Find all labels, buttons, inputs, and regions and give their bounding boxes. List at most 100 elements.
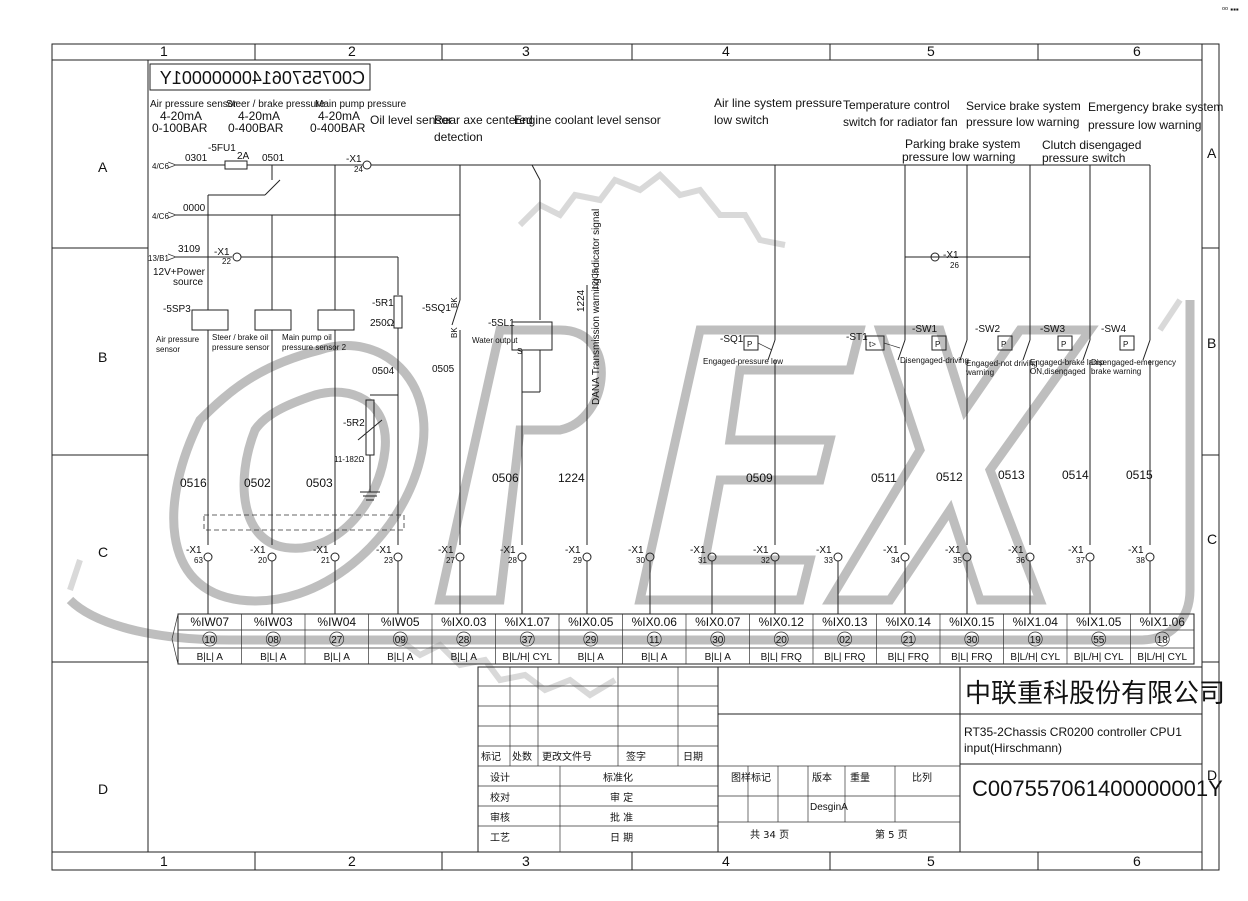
svg-text:B: B: [1207, 335, 1216, 351]
svg-text:Emergency brake system: Emergency brake system: [1088, 100, 1223, 114]
io-pin: 08: [268, 635, 280, 646]
ln-0515: 0515: [1126, 468, 1153, 482]
terminal-label: -X1: [1128, 545, 1144, 556]
svg-text:low switch: low switch: [714, 113, 769, 127]
terminal-number: 20: [258, 556, 267, 565]
sensor-descriptions: Air pressure sensor Steer / brake pressu…: [150, 96, 1223, 165]
corner-mark: ᵒᵒ ▪▪▪: [1222, 5, 1239, 14]
svg-text:处数: 处数: [512, 750, 532, 763]
io-pin: 29: [585, 635, 597, 646]
svg-text:校对: 校对: [490, 791, 510, 804]
svg-text:Engaged-brake lamp: Engaged-brake lamp: [1030, 358, 1105, 367]
ln-0516: 0516: [180, 476, 207, 490]
svg-text:P: P: [747, 340, 752, 349]
svg-text:-5R1: -5R1: [372, 298, 394, 309]
ln-0509: 0509: [746, 471, 773, 485]
feed-lines: [207, 164, 1151, 340]
svg-text:0000: 0000: [183, 203, 206, 214]
svg-text:5: 5: [927, 43, 935, 59]
svg-text:-X1: -X1: [214, 247, 230, 258]
terminal-label: -X1: [883, 545, 899, 556]
svg-text:重量: 重量: [850, 771, 870, 784]
svg-text:P: P: [1123, 340, 1128, 349]
svg-text:pressure sensor 2: pressure sensor 2: [282, 343, 347, 352]
svg-text:1: 1: [160, 43, 168, 59]
svg-text:sensor: sensor: [156, 345, 180, 354]
io-type: B|L/H| CYL: [1137, 652, 1187, 663]
svg-text:图样标记: 图样标记: [731, 771, 771, 784]
io-type: B|L| FRQ: [888, 652, 930, 663]
svg-text:Main pump pressure: Main pump pressure: [315, 99, 407, 110]
svg-text:0501: 0501: [262, 153, 285, 164]
svg-text:Water output: Water output: [472, 336, 518, 345]
svg-text:pressure low warning: pressure low warning: [902, 150, 1015, 164]
svg-text:DesginA: DesginA: [810, 802, 848, 813]
svg-text:0-400BAR: 0-400BAR: [228, 121, 284, 135]
svg-text:DANA Transmission warning indi: DANA Transmission warning indicator sign…: [591, 209, 602, 405]
terminal-number: 34: [891, 556, 900, 565]
io-pin: 21: [903, 635, 915, 646]
svg-text:t>: t>: [869, 340, 876, 349]
pressure-switches: -SQ1 P Engaged-pressure low -ST1 t> -SW1…: [703, 324, 1176, 545]
svg-text:Steer / brake pressure: Steer / brake pressure: [226, 99, 325, 110]
row-labels: A B C D A B C D: [98, 145, 1217, 797]
terminal-label: -X1: [628, 545, 644, 556]
terminal-label: -X1: [250, 545, 266, 556]
svg-text:-5SL1: -5SL1: [488, 318, 515, 329]
oil-level-switch: -5SQ1 BK BK 0505: [422, 297, 461, 545]
svg-text:Oil level sensor: Oil level sensor: [370, 113, 452, 127]
svg-text:2: 2: [348, 43, 356, 59]
svg-text:标记: 标记: [481, 751, 501, 763]
svg-text:第 5 页: 第 5 页: [875, 828, 908, 841]
terminal-row: -X163-X120-X121-X123-X127-X128-X129-X130…: [186, 545, 1155, 614]
terminal-number: 29: [573, 556, 582, 565]
svg-text:pressure low warning: pressure low warning: [1088, 118, 1201, 132]
terminal-label: -X1: [690, 545, 706, 556]
svg-text:11-182Ω: 11-182Ω: [334, 455, 364, 464]
terminal-number: 33: [824, 556, 833, 565]
io-type: B|L| A: [705, 652, 732, 663]
io-type: B|L| A: [641, 652, 668, 663]
io-type: B|L/H| CYL: [1074, 652, 1124, 663]
svg-text:Parking brake system: Parking brake system: [905, 137, 1020, 151]
svg-text:Clutch disengaged: Clutch disengaged: [1042, 138, 1141, 152]
svg-text:1224: 1224: [576, 289, 587, 312]
io-address: %IW03: [254, 615, 293, 629]
shield-dashed: [203, 514, 405, 531]
terminal-label: -X1: [313, 545, 329, 556]
svg-text:3: 3: [522, 853, 530, 869]
svg-text:Air pressure sensor: Air pressure sensor: [150, 99, 237, 110]
svg-text:4/C6: 4/C6: [152, 162, 169, 171]
io-address: %IW05: [381, 615, 420, 629]
svg-text:Disengaged-emergency: Disengaged-emergency: [1091, 358, 1176, 367]
terminal-label: -X1: [500, 545, 516, 556]
column-grid: [254, 44, 1039, 870]
terminal-label: -X1: [753, 545, 769, 556]
svg-text:审核: 审核: [490, 811, 510, 824]
svg-text:B: B: [98, 349, 107, 365]
terminal-x1-24: [362, 160, 372, 170]
io-pin: 20: [776, 635, 788, 646]
svg-text:4: 4: [722, 853, 730, 869]
io-type: B|L| FRQ: [761, 652, 803, 663]
svg-text:BK: BK: [450, 327, 459, 338]
ln-0506: 0506: [492, 471, 519, 485]
io-type: B|L| A: [451, 652, 478, 663]
svg-text:pressure switch: pressure switch: [1042, 151, 1125, 165]
fuse-5fu1: [224, 160, 248, 170]
io-type: B|L| A: [578, 652, 605, 663]
svg-text:D: D: [1207, 767, 1217, 783]
svg-text:2: 2: [348, 853, 356, 869]
svg-text:C: C: [1207, 531, 1217, 547]
